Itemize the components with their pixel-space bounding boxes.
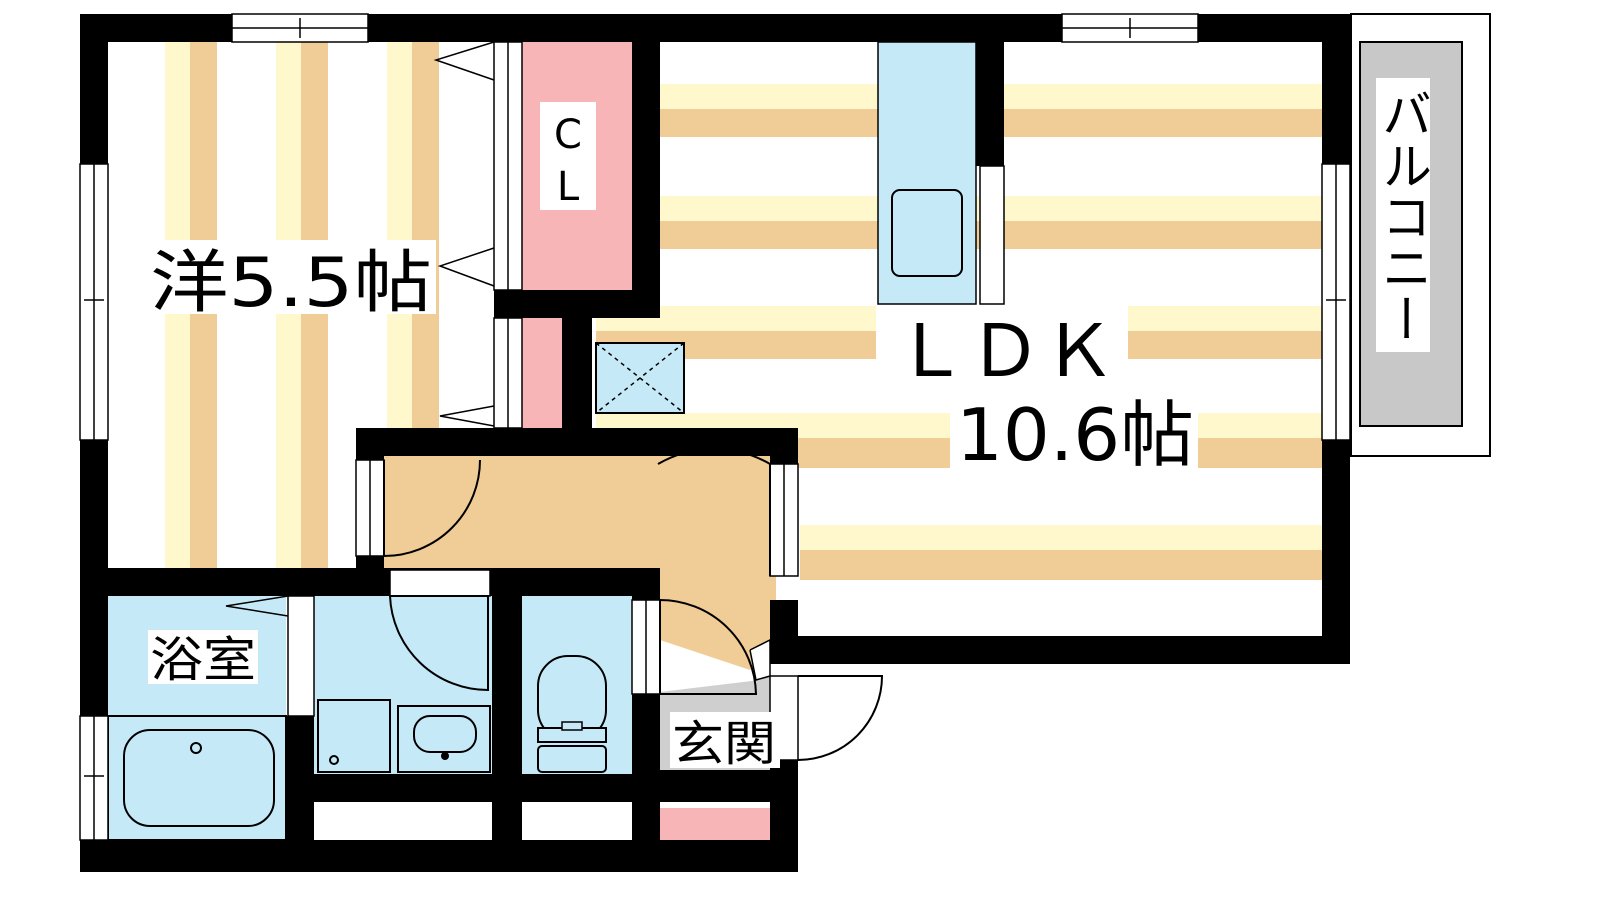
western-label-bg (150, 240, 436, 314)
western-room-label: 洋5.5帖 (150, 244, 432, 323)
ldk-label-bg2 (950, 392, 1198, 472)
bath-label-bg (148, 630, 258, 684)
hall-floor (384, 455, 776, 570)
closet-doors (225, 41, 523, 717)
toilet-room-floor (522, 596, 632, 774)
entrance-step (749, 638, 771, 681)
ldk-label-line1: ＬＤＫ (894, 309, 1116, 393)
storage-box-icon (595, 342, 685, 414)
ldk-label-line2: 10.6帖 (956, 393, 1194, 477)
lower-openings (316, 802, 632, 840)
bath-label: 浴室 (150, 632, 256, 688)
ldk-label-bg1 (876, 306, 1128, 386)
kitchen-counter (877, 41, 977, 305)
balcony-label: バルコニー (1374, 88, 1432, 344)
windows (79, 13, 1351, 841)
shoe-cabinet (660, 808, 770, 840)
entrance-label-bg (670, 712, 780, 768)
bathtub-icon (107, 715, 287, 841)
closet-label-bg (540, 102, 596, 210)
entrance-label: 玄関 (672, 716, 776, 772)
washing-machine-icon (317, 699, 391, 773)
closet-strip (522, 318, 562, 428)
washbasin-icon (397, 705, 491, 773)
fridge-space (979, 165, 1005, 305)
balcony-label-box (1376, 78, 1430, 352)
closet-label-line2: L (557, 164, 580, 210)
toilet-icon (537, 655, 607, 773)
walls (80, 14, 1350, 872)
doors (355, 447, 884, 761)
closet-label-line1: C (554, 112, 582, 158)
washroom-floor (314, 596, 492, 774)
sink-icon (891, 189, 963, 277)
